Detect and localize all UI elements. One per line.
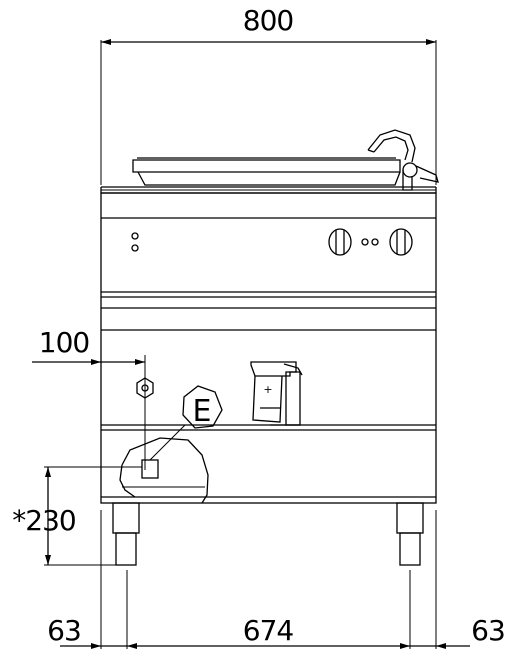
right-margin-label: 63	[471, 614, 505, 647]
right-control-knob	[389, 228, 413, 256]
base-height-dimension: *230	[12, 466, 142, 566]
indicator-light-icon	[371, 238, 379, 246]
electrical-marker-label: E	[193, 394, 212, 429]
heater-housing	[119, 437, 209, 504]
leg-span-label: 674	[243, 614, 294, 647]
left-margin-label: 63	[47, 614, 81, 647]
drain-plus-symbol: +	[263, 383, 272, 396]
cabinet-body	[100, 192, 437, 504]
water-tap	[367, 129, 439, 191]
kettle-lid	[100, 157, 437, 194]
drain-valve: +	[250, 361, 303, 426]
indicator-light-icon	[131, 232, 139, 240]
left-control-knob	[328, 228, 352, 256]
electrical-connection-marker: E	[149, 385, 223, 461]
water-inlet-icon	[136, 377, 154, 399]
control-panel	[131, 228, 413, 256]
side-offset-label: 100	[39, 326, 89, 359]
base-height-label: *230	[12, 504, 75, 537]
right-leg	[396, 502, 424, 566]
overall-width-label: 800	[243, 4, 293, 37]
side-offset-dimension: 100	[32, 326, 146, 470]
left-leg	[112, 502, 140, 566]
bottom-dimensions: 63 674 63	[47, 510, 506, 649]
overall-width-dimension: 800	[100, 4, 437, 185]
indicator-light-icon	[361, 238, 369, 246]
indicator-light-icon	[131, 244, 139, 252]
